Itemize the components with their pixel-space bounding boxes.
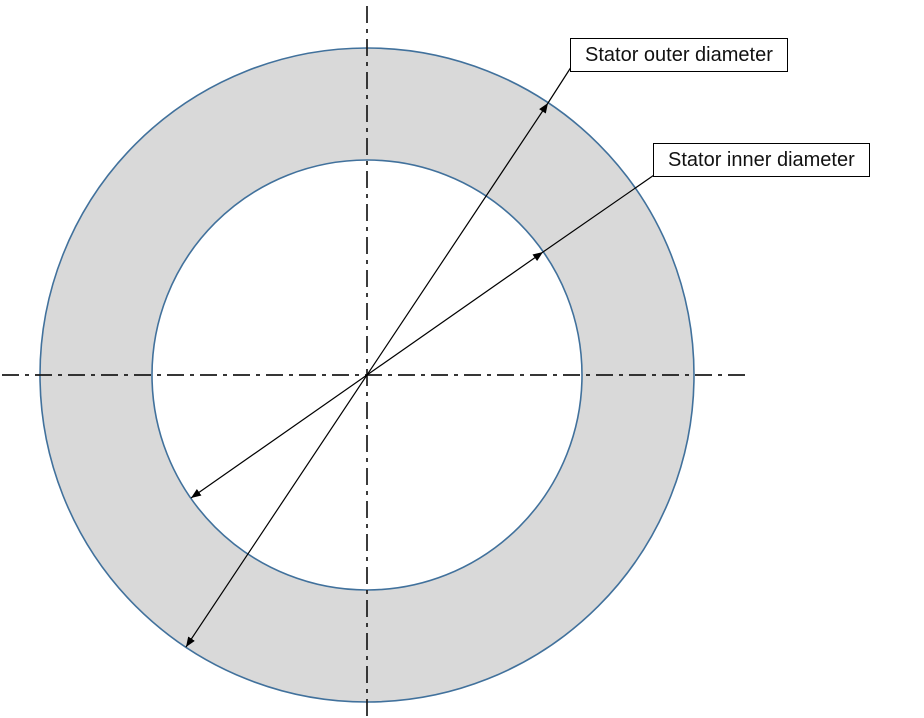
stator-outer-diameter-label: Stator outer diameter xyxy=(570,38,788,72)
inner-diameter-leader-line xyxy=(542,172,658,253)
stator-inner-diameter-label: Stator inner diameter xyxy=(653,143,870,177)
inner-diameter-dimension-line xyxy=(190,251,544,499)
